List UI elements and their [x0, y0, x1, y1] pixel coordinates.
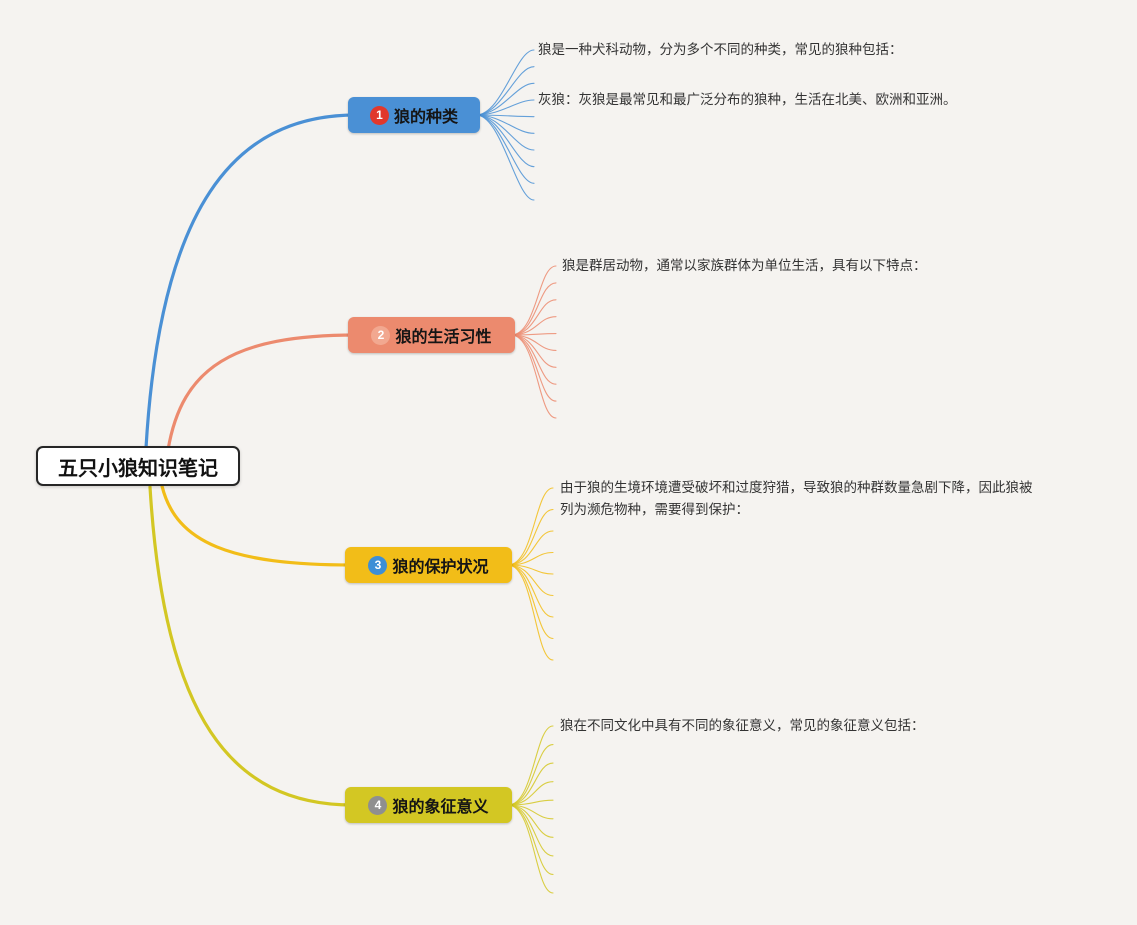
child-note[interactable]: 狼是群居动物，通常以家族群体为单位生活，具有以下特点：: [562, 258, 927, 273]
topic-number-badge: 3: [368, 555, 388, 575]
child-curve: [507, 804, 554, 894]
child-curve: [507, 725, 554, 806]
root-node-label: 五只小狼知识笔记: [58, 457, 218, 480]
child-curve: [475, 114, 535, 201]
branch-curve-3: [160, 484, 355, 567]
topic-number-badge: 2: [371, 325, 391, 345]
child-note[interactable]: 狼是一种犬科动物，分为多个不同的种类，常见的狼种包括：: [538, 42, 903, 57]
branch-curve-2: [166, 333, 358, 452]
child-curve: [510, 265, 557, 336]
topic-label: 狼的象征意义: [392, 799, 489, 816]
child-curve: [507, 530, 554, 566]
child-curve: [507, 564, 554, 597]
child-curve: [507, 564, 554, 618]
child-curve: [475, 49, 535, 116]
branch-curve-1: [144, 113, 358, 450]
child-curve: [510, 299, 557, 336]
child-curve: [507, 781, 554, 806]
topic-label: 狼的保护状况: [392, 559, 489, 576]
root-node[interactable]: 五只小狼知识笔记: [36, 446, 240, 486]
child-curve: [510, 334, 557, 368]
child-note[interactable]: 狼在不同文化中具有不同的象征意义，常见的象征意义包括：: [560, 718, 925, 733]
topic-label: 狼的种类: [393, 109, 458, 126]
child-curve: [507, 551, 554, 566]
child-curve: [475, 114, 535, 184]
topic-number-badge: 1: [369, 105, 389, 125]
child-note[interactable]: 灰狼：灰狼是最常见和最广泛分布的狼种，生活在北美、欧洲和亚洲。: [538, 92, 957, 107]
child-curve: [507, 487, 554, 566]
child-curve: [507, 762, 554, 806]
child-curve: [507, 744, 554, 806]
branch-curve-4: [148, 485, 355, 807]
child-curve: [510, 334, 557, 419]
topic-number-badge: 4: [368, 795, 388, 815]
child-note[interactable]: 由于狼的生境环境遭受破坏和过度狩猎，导致狼的种群数量急剧下降，因此狼被列为濒危物…: [560, 480, 1033, 517]
child-curve: [510, 316, 557, 336]
child-curve: [507, 508, 554, 566]
topic-label: 狼的生活习性: [395, 329, 492, 346]
child-curve: [507, 564, 554, 661]
child-curve: [475, 66, 535, 116]
